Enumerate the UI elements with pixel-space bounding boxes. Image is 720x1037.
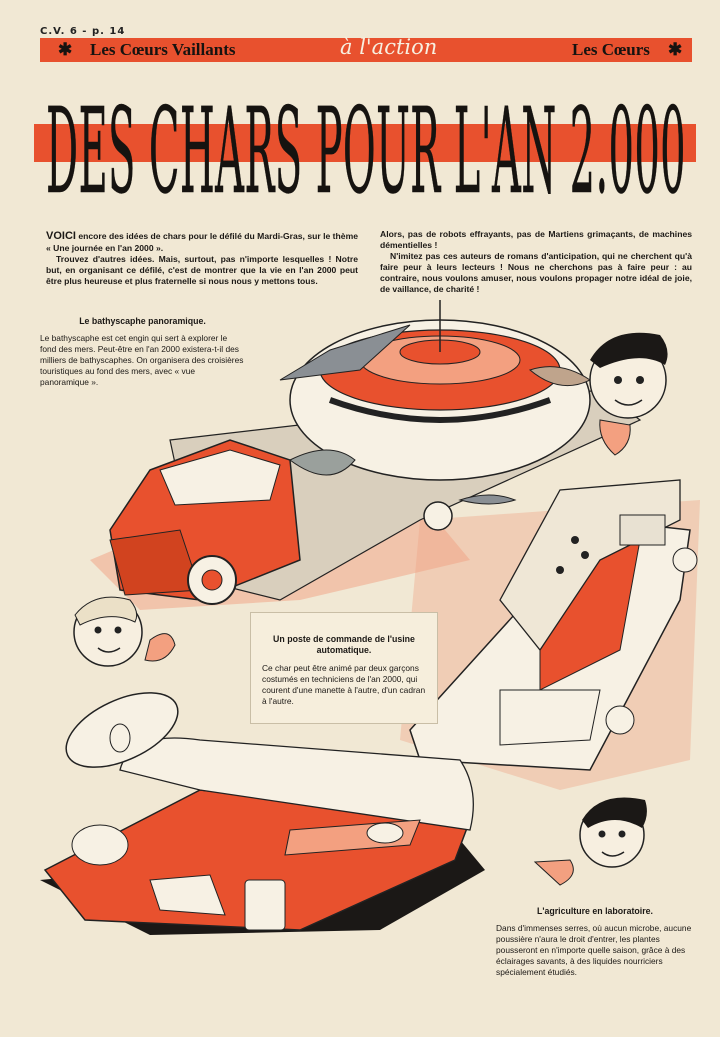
boy-head-thumbs-up [589,332,668,456]
caption-poste-title: Un poste de commande de l'usine automati… [273,634,415,656]
header-right-title: Les Cœurs [572,40,650,59]
intro-p3: Alors, pas de robots effrayants, pas de … [380,229,692,250]
caption-poste: Un poste de commande de l'usine automati… [262,634,426,707]
intro-initial: VOICI [46,230,76,242]
star-icon: ✱ [58,40,73,59]
star-icon: ✱ [668,40,683,59]
intro-p2: Trouvez d'autres idées. Mais, surtout, p… [46,254,358,287]
intro-p4: N'imitez pas ces auteurs de romans d'ant… [380,251,692,294]
boy-head-waving [73,596,176,667]
laboratory-agriculture-float [40,692,485,935]
bathyscaphe-truck-float [109,300,642,605]
page-label: C.V. 6 - p. 14 [40,26,126,37]
boy-head-pointing [533,797,647,886]
caption-agriculture: L'agriculture en laboratoire. Dans d'imm… [496,906,694,978]
intro-p1: encore des idées de chars pour le défilé… [46,231,358,254]
title-stripe [34,124,696,162]
caption-bathyscaphe-title: Le bathyscaphe panoramique. [79,316,206,326]
caption-bathyscaphe: Le bathyscaphe panoramique. Le bathyscap… [40,316,245,388]
header-band: ✱ Les Cœurs Vaillants à l'action Les Cœu… [40,35,692,62]
caption-agriculture-body: Dans d'immenses serres, où aucun microbe… [496,923,692,978]
header-script: à l'action [340,35,438,59]
caption-poste-body: Ce char peut être animé par deux garçons… [262,662,426,706]
intro-right-column: Alors, pas de robots effrayants, pas de … [380,229,692,295]
title-text: DES CHARS POUR L'AN 2.000 [46,84,686,214]
page-title: DES CHARS POUR L'AN 2.000 [36,82,696,220]
header-left-title: Les Cœurs Vaillants [90,40,236,59]
control-post-float [409,479,698,771]
caption-agriculture-title: L'agriculture en laboratoire. [537,906,653,916]
intro-left-column: VOICI encore des idées de chars pour le … [46,229,358,287]
caption-box-poste [250,612,438,724]
caption-bathyscaphe-body: Le bathyscaphe est cet engin qui sert à … [40,333,244,388]
